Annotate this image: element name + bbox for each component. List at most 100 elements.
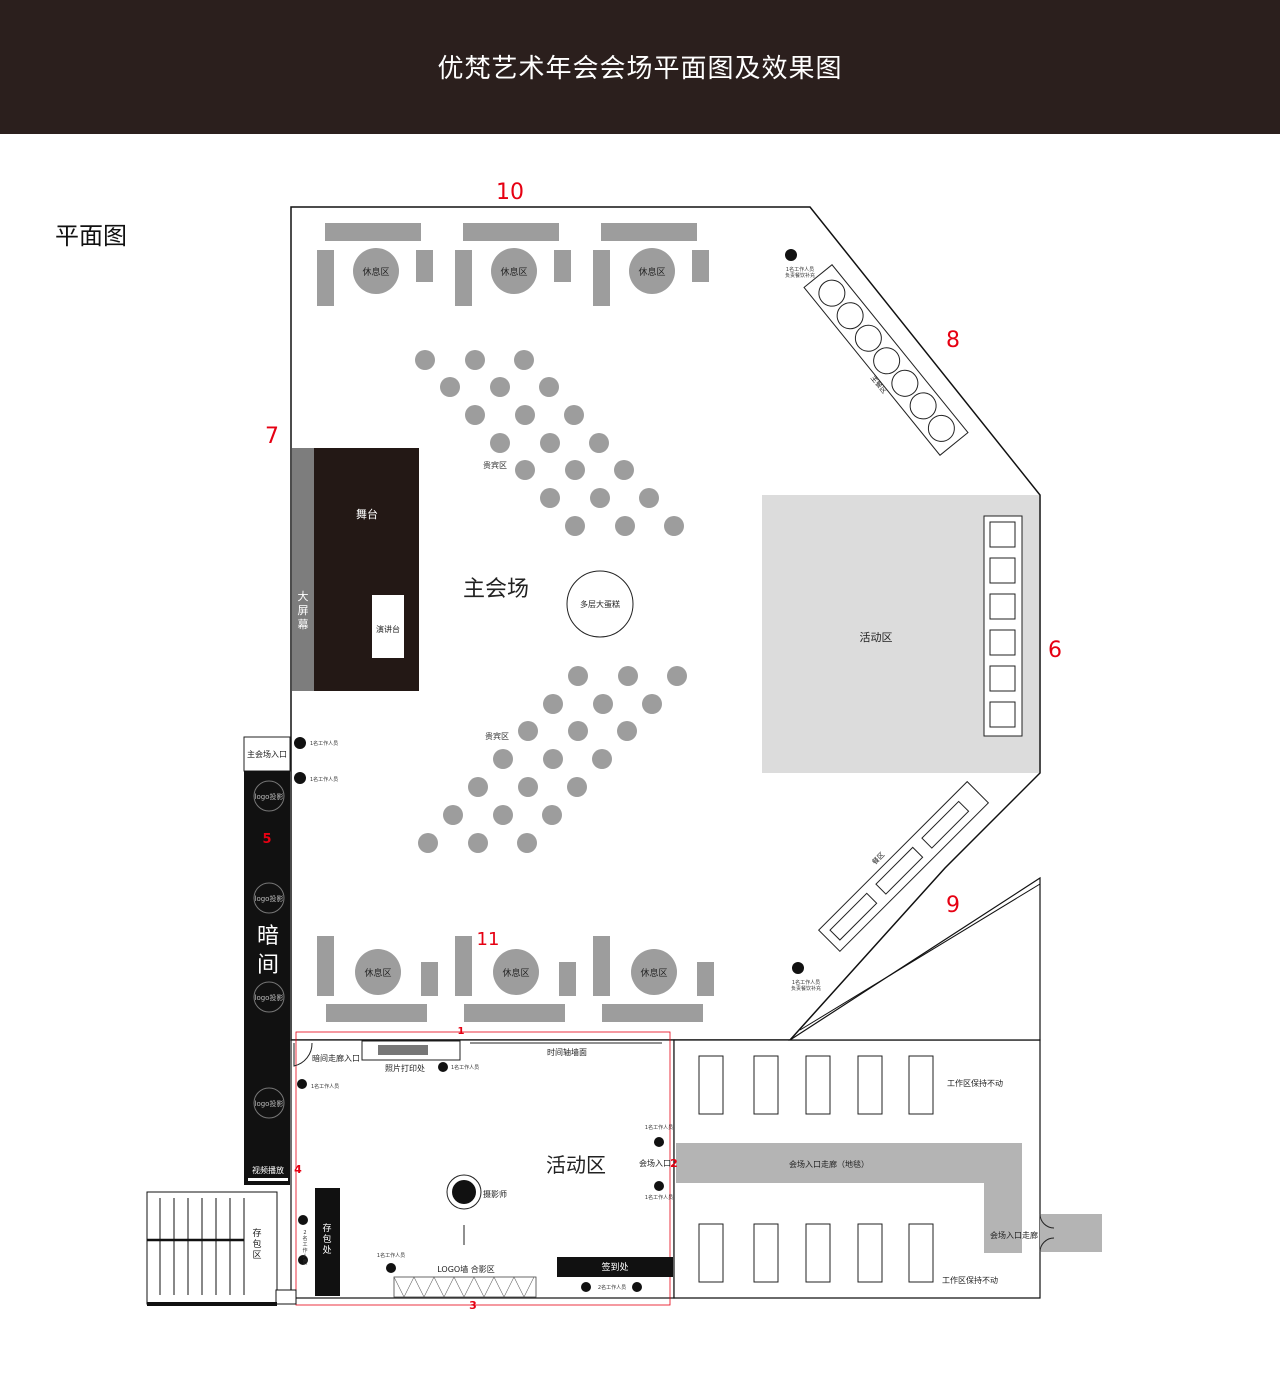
work-desks-top [698,1055,934,1115]
work-zone-label: 工作区保持不动 [942,1275,998,1285]
photo-print-label: 照片打印处 [385,1063,425,1073]
photo-printer [378,1045,428,1055]
rest-area-bottom [317,936,714,1022]
staff-dot [298,1215,308,1225]
big-screen [292,448,314,691]
marker-9: 9 [946,893,960,918]
main-entrance-label: 主会场入口 [247,749,287,759]
lobby-activity-label: 活动区 [546,1153,606,1177]
podium [372,595,404,658]
photographer-label: 摄影师 [483,1189,507,1199]
svg-text:2: 2 [303,1230,306,1236]
staff-dot [294,772,306,784]
svg-text:工: 工 [302,1242,307,1248]
rest-area-top [317,223,709,306]
podium-label: 演讲台 [376,624,400,634]
logo-projection-label: logo投影 [255,894,284,903]
sign-in-label: 签到处 [601,1261,628,1273]
header-bar: 优梵艺术年会会场平面图及效果图 [0,0,1280,134]
staff-label: 1名工作人员 [377,1252,405,1259]
triangle-zone [787,876,1041,1041]
marker-10: 10 [496,180,524,205]
staff-label: 1名工作人员 [310,740,338,747]
svg-text:员: 员 [302,1260,307,1266]
video-play-label: 视频播放 [252,1165,284,1175]
logo-wall-pattern [393,1276,535,1298]
corridor-exit [1040,1214,1102,1252]
rest-area-label: 休息区 [500,266,527,278]
staff-dot [298,1255,308,1265]
staff-label: 负责餐饮补充 [791,985,821,992]
svg-text:作: 作 [302,1247,307,1254]
photographer-icon [452,1180,476,1204]
storage-floor [147,1302,277,1306]
corridor-carpet-label: 会场入口走廊（地毯） [789,1159,869,1169]
staff-dot [792,962,804,974]
marker-3: 3 [469,1299,477,1312]
logo-projection [253,1087,285,1119]
staff-label: 2名工作人员 [598,1284,626,1291]
main-dining-area [803,264,969,456]
storage-area [146,1191,297,1305]
big-screen-label: 大 [298,589,309,603]
marker-5: 5 [262,832,271,847]
marker-7: 7 [265,424,279,449]
storage-point [315,1188,340,1296]
svg-text:人: 人 [302,1254,307,1260]
storage-label: 区 [252,1250,261,1261]
storage-point-label: 包 [322,1233,331,1245]
big-screen-label: 幕 [298,617,309,631]
staff-dot [386,1263,396,1273]
dark-room-label: 暗 [257,924,279,949]
work-zone-label: 工作区保持不动 [947,1078,1003,1088]
storage-point-label: 处 [322,1244,331,1256]
main-entrance[interactable] [243,736,291,772]
staff-label: 1名工作人员 [786,266,814,273]
timeline-wall-label: 时间轴墙面 [547,1047,587,1057]
work-desks-bottom [698,1223,934,1283]
cake-label: 多层大蛋糕 [580,599,620,609]
big-screen-label: 屏 [298,604,309,617]
stage-label: 舞台 [356,507,378,521]
staff-two-vertical: 2 名 工 作 人 员 [302,1230,307,1266]
staff-label: 负责餐饮补充 [785,272,815,279]
cake [566,570,634,638]
logo-projection-label: logo投影 [255,1099,284,1108]
triangle-zone-line [799,883,1041,1031]
marker-6: 6 [1048,638,1062,663]
dining-area [817,780,990,953]
venue-entrance-label: 会场入口 [639,1158,671,1168]
dark-corridor-entrance-label: 暗间走廊入口 [312,1053,360,1063]
logo-projection [253,882,285,914]
storage-label: 包 [252,1238,261,1250]
lobby-outline [290,1039,675,1299]
staff-dot [632,1282,642,1292]
logo-projection [253,780,285,812]
rest-area-label: 休息区 [362,266,389,278]
staff-dot [438,1062,448,1072]
video-screen [248,1178,288,1181]
dark-corridor-door[interactable] [293,1042,313,1067]
rest-area-label: 休息区 [640,967,667,979]
logo-wall [393,1276,537,1298]
staff-dot [297,1079,307,1089]
corridor-door[interactable] [1039,1213,1055,1253]
corridor-entrance-label: 会场入口走廊 [990,1230,1038,1240]
staff-label: 1名工作人员 [310,776,338,783]
dark-room [244,771,290,1185]
vip-zone-label: 贵宾区 [485,731,509,741]
rest-area-label: 休息区 [364,967,391,979]
vip-seats-top [415,350,684,536]
rest-area-label: 休息区 [502,967,529,979]
staff-dot [654,1137,664,1147]
staff-dot [294,737,306,749]
vip-zone-label: 贵宾区 [483,460,507,470]
entrance-corridor [676,1143,1022,1253]
rest-area-label: 休息区 [638,266,665,278]
page-title: 优梵艺术年会会场平面图及效果图 [437,54,843,84]
storage-point-label: 存 [322,1222,331,1234]
staff-label: 1名工作人员 [645,1124,673,1131]
dark-room-label: 间 [257,953,279,978]
vip-seats-bottom [418,666,687,853]
